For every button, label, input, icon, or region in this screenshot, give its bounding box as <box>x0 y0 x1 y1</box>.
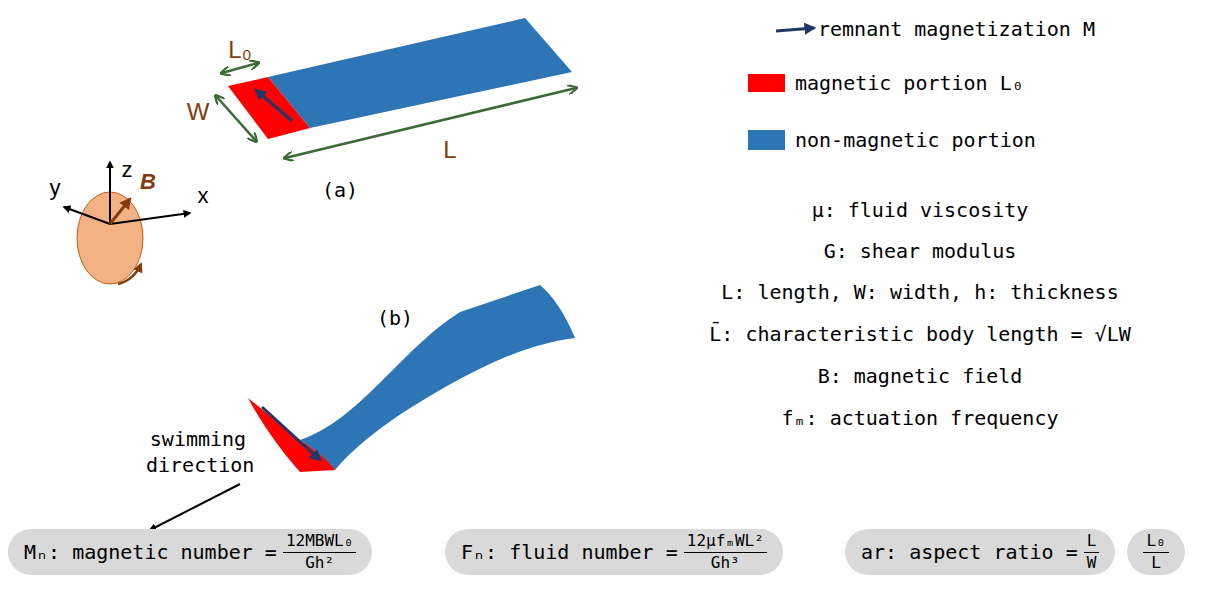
field-label: B <box>140 169 156 195</box>
legend-text: remnant magnetization M <box>818 17 1095 41</box>
label-dimension: W <box>187 98 210 126</box>
formula-text: ar: aspect ratio = <box>861 540 1078 564</box>
formula-box: L₀L <box>1127 529 1184 575</box>
legend-text: non-magnetic portion <box>795 128 1036 152</box>
axis <box>64 207 110 224</box>
axis <box>109 162 111 224</box>
twisted-strip <box>300 285 575 470</box>
magnetic-portion <box>228 77 310 139</box>
legend-swatch <box>748 74 785 92</box>
denominator: L <box>1148 553 1164 572</box>
axis <box>110 213 190 224</box>
dimension-arrow <box>222 63 258 73</box>
legend-text: magnetic portion L₀ <box>795 71 1024 95</box>
fraction: 12MBWL₀Gh² <box>283 532 356 572</box>
fraction: L₀L <box>1143 532 1168 572</box>
definition: G: shear modulus <box>824 239 1017 263</box>
figure-tag: (a) <box>322 178 358 202</box>
formula-box: Mₙ: magnetic number =12MBWL₀Gh² <box>8 529 372 575</box>
fraction: LW <box>1084 532 1100 572</box>
definition: fₘ: actuation frequency <box>782 406 1059 430</box>
numerator: 12μfₘWL² <box>684 532 767 552</box>
definition: μ: fluid viscosity <box>812 198 1029 222</box>
label-dimension: L₀ <box>228 36 251 64</box>
numerator: L <box>1084 532 1100 552</box>
dimension-arrow <box>285 88 576 158</box>
legend-swatch <box>748 130 785 150</box>
direction-label: swimming direction <box>146 426 250 478</box>
numerator: L₀ <box>1143 532 1168 552</box>
non-magnetic-strip <box>268 18 572 128</box>
swimming-arrow <box>150 484 240 530</box>
denominator: W <box>1084 553 1100 572</box>
definition: L: length, W: width, h: thickness <box>721 280 1118 304</box>
formula-text: Fₙ: fluid number = <box>461 540 678 564</box>
definition: B: magnetic field <box>818 364 1023 388</box>
field-arrow <box>110 199 130 224</box>
formula-text: Mₙ: magnetic number = <box>24 540 277 564</box>
legend-arrow <box>776 28 814 31</box>
magnetic-portion <box>248 398 335 472</box>
numerator: 12MBWL₀ <box>283 532 356 552</box>
formula-box: ar: aspect ratio =LW <box>845 529 1115 575</box>
dimension-arrow <box>216 96 256 141</box>
axis-label: z <box>122 157 133 183</box>
definition: L̄: characteristic body length = √LW <box>709 322 1130 346</box>
magnetization-arrow <box>256 90 292 121</box>
formula-box: Fₙ: fluid number =12μfₘWL²Gh³ <box>445 529 783 575</box>
denominator: Gh³ <box>708 553 743 572</box>
rotation-arrow <box>118 264 141 284</box>
magnetization-arrow <box>262 407 320 460</box>
figure-tag: (b) <box>377 306 413 330</box>
axis-label: x <box>198 183 209 209</box>
fraction: 12μfₘWL²Gh³ <box>684 532 767 572</box>
label-dimension: L <box>443 136 456 164</box>
denominator: Gh² <box>302 553 337 572</box>
axis-label: y <box>50 175 61 201</box>
